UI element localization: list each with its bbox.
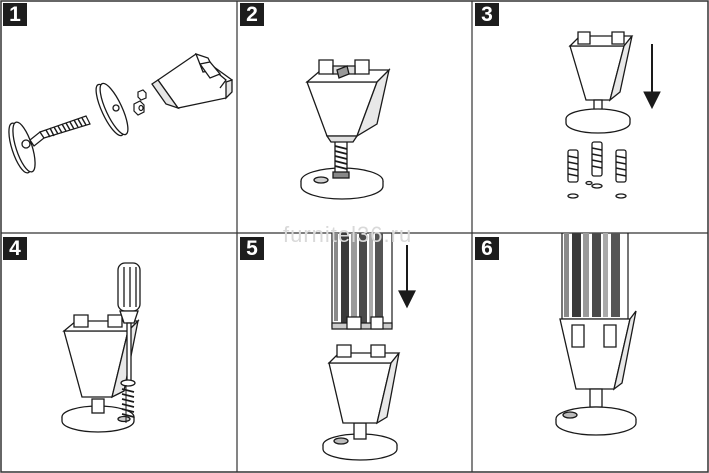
assembled-foot-drawing bbox=[300, 59, 391, 200]
step-2-number: 2 bbox=[240, 3, 264, 26]
screwdriver-fixing-drawing bbox=[61, 262, 141, 433]
step-1-number: 1 bbox=[3, 3, 27, 26]
step-5-number: 5 bbox=[240, 237, 264, 260]
step-6-panel: 6 bbox=[472, 233, 709, 473]
final-assembly-drawing bbox=[555, 233, 637, 436]
step-5-panel: 5 bbox=[237, 233, 472, 473]
screw-part bbox=[120, 379, 136, 423]
step-3-number: 3 bbox=[475, 3, 499, 26]
screw-insertion-drawing bbox=[565, 31, 661, 199]
foot-cup bbox=[555, 310, 637, 436]
screwdriver-tool bbox=[117, 262, 141, 382]
step-2-panel: 2 bbox=[237, 0, 472, 233]
down-arrow-icon bbox=[643, 44, 661, 110]
watermark-text: furnitel36.ru bbox=[283, 222, 413, 247]
step-4-panel: 4 bbox=[0, 233, 237, 473]
nut-part bbox=[133, 89, 147, 116]
step-6-number: 6 bbox=[475, 237, 499, 260]
down-arrow-icon bbox=[398, 245, 416, 309]
step-3-panel: 3 bbox=[472, 0, 709, 233]
base-disc-part bbox=[8, 121, 36, 174]
step-1-panel: 1 bbox=[0, 0, 237, 233]
threaded-bolt-part bbox=[29, 115, 91, 147]
exploded-parts-drawing bbox=[8, 52, 233, 174]
washer-part bbox=[95, 82, 129, 137]
aluminium-profile-leg bbox=[331, 233, 393, 330]
aluminium-profile-leg bbox=[561, 233, 629, 320]
step-4-number: 4 bbox=[3, 237, 27, 260]
foot-cup-part bbox=[151, 52, 233, 110]
leg-attachment-drawing bbox=[322, 233, 416, 461]
